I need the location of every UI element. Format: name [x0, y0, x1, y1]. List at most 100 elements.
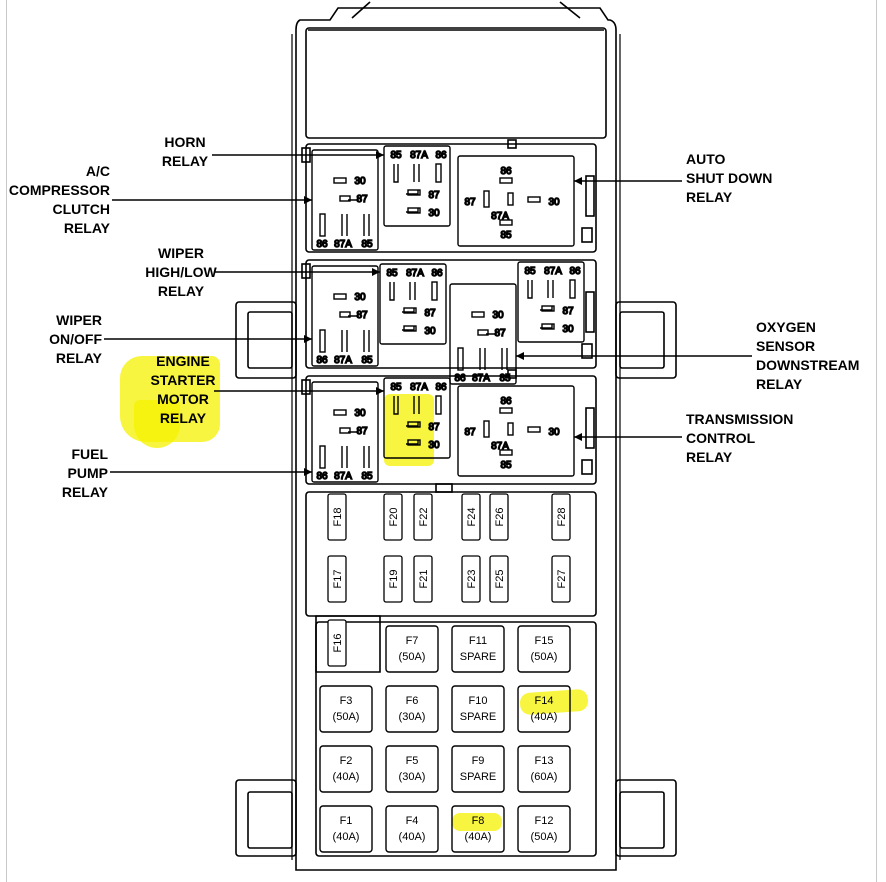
mini-fuse-f23: F23	[461, 555, 481, 603]
maxi-fuse-name: F2	[340, 755, 353, 767]
maxi-fuse-f13: F13(60A)	[517, 745, 571, 793]
maxi-fuse-name: F13	[535, 755, 554, 767]
pin-87-label: 87	[428, 422, 440, 433]
arrow-fuel-pump-relay	[110, 468, 312, 476]
mini-fuse-label: F19	[388, 570, 400, 589]
maxi-fuse-name: F14	[535, 695, 554, 707]
maxi-fuse-f2: F2(40A)	[319, 745, 373, 793]
pin-87a-label: 87A	[334, 355, 352, 366]
maxi-fuse-rating: (50A)	[399, 651, 426, 663]
maxi-fuse-rating: (40A)	[333, 831, 360, 843]
pin-86-label: 86	[316, 355, 328, 366]
arrow-wiper-high-low-relay	[214, 268, 380, 276]
maxi-fuse-rating: SPARE	[460, 651, 496, 663]
maxi-fuse-f3: F3(50A)	[319, 685, 373, 733]
arrow-transmission-control-relay	[574, 433, 682, 441]
arrow-engine-starter-motor-relay	[214, 387, 384, 395]
label-fuel-pump-relay: FUEL PUMP RELAY	[61, 446, 108, 500]
maxi-fuse-f1: F1(40A)	[319, 805, 373, 853]
pin-85-label: 85	[361, 239, 373, 250]
maxi-fuse-f4: F4(40A)	[385, 805, 439, 853]
pin-85-label: 85	[386, 268, 398, 279]
maxi-fuse-rating: SPARE	[460, 771, 496, 783]
maxi-fuse-rating: (40A)	[531, 711, 558, 723]
mini-fuse-f18: F18	[327, 493, 347, 541]
housing-outline	[295, 7, 617, 871]
pin-87-label: 87	[356, 426, 368, 437]
pin-87-label: 87	[356, 194, 368, 205]
pin-87-label: 87	[494, 328, 506, 339]
mini-fuse-f24: F24	[461, 493, 481, 541]
right-frame-line	[876, 0, 877, 882]
pin-86-label: 86	[431, 268, 443, 279]
mini-fuse-f21: F21	[413, 555, 433, 603]
pin-30-label: 30	[354, 408, 366, 419]
maxi-fuse-name: F8	[472, 815, 485, 827]
pin-86-label: 86	[500, 396, 512, 407]
maxi-fuse-name: F10	[469, 695, 488, 707]
mini-fuse-f17: F17	[327, 555, 347, 603]
pin-30-label: 30	[492, 310, 504, 321]
pin-30-label: 30	[354, 176, 366, 187]
maxi-fuse-f8: F8(40A)	[451, 805, 505, 853]
maxi-fuse-name: F9	[472, 755, 485, 767]
mini-fuse-f25: F25	[489, 555, 509, 603]
mini-fuse-f22: F22	[413, 493, 433, 541]
mini-fuse-label: F16	[332, 634, 344, 653]
pin-85-label: 85	[500, 230, 512, 241]
maxi-fuse-f7: F7 (50A)	[385, 625, 439, 673]
pin-30-label: 30	[428, 208, 440, 219]
mini-fuse-label: F28	[556, 508, 568, 527]
pin-30-label: 30	[562, 324, 574, 335]
mini-fuse-label: F26	[494, 508, 506, 527]
maxi-fuse-name: F3	[340, 695, 353, 707]
mini-fuse-label: F23	[466, 570, 478, 589]
pin-85-label: 85	[524, 266, 536, 277]
arrow-horn-relay	[212, 151, 384, 159]
pin-30-label: 30	[548, 427, 560, 438]
highlight-engine-starter-label-tail	[134, 400, 180, 448]
pin-30-label: 30	[428, 440, 440, 451]
pin-30-label: 30	[548, 197, 560, 208]
maxi-fuse-f6: F6 (30A)	[385, 685, 439, 733]
pin-87-label: 87	[464, 197, 476, 208]
maxi-fuse-rating: (30A)	[399, 711, 426, 723]
label-wiper-on-off-relay: WIPER ON/OFF RELAY	[49, 312, 102, 366]
highlight-engine-starter-relay	[384, 394, 434, 466]
pin-87-label: 87	[464, 427, 476, 438]
mini-fuse-f26: F26	[489, 493, 509, 541]
mini-fuse-label: F18	[332, 508, 344, 527]
label-auto-shut-down-relay: AUTO SHUT DOWN RELAY	[686, 151, 773, 205]
maxi-fuse-name: F7	[406, 635, 419, 647]
pin-85-label: 85	[499, 373, 511, 384]
maxi-fuse-rating: SPARE	[460, 711, 496, 723]
label-ac-compressor-clutch-relay: A/C COMPRESSOR CLUTCH RELAY	[8, 163, 110, 236]
relay-ac-compressor-clutch: 30 87 86 87A 85	[311, 149, 379, 251]
maxi-fuse-name: F15	[535, 635, 554, 647]
pin-87a-label: 87A	[406, 268, 424, 279]
mini-fuse-label: F24	[466, 508, 478, 527]
pin-87-label: 87	[424, 308, 436, 319]
pin-86-label: 86	[316, 239, 328, 250]
maxi-fuse-rating: (30A)	[399, 771, 426, 783]
maxi-fuse-name: F11	[469, 635, 487, 647]
mini-fuse-f27: F27	[551, 555, 571, 603]
mini-fuse-label: F17	[332, 570, 344, 589]
maxi-fuse-rating: (50A)	[531, 831, 558, 843]
maxi-fuse-name: F6	[406, 695, 419, 707]
arrow-wiper-on-off-relay	[104, 335, 312, 343]
pin-85-label: 85	[390, 382, 402, 393]
pin-87a-label: 87A	[334, 239, 352, 250]
pin-85-label: 85	[500, 460, 512, 471]
pin-86-label: 86	[569, 266, 581, 277]
maxi-fuse-name: F4	[406, 815, 419, 827]
label-oxygen-sensor-downstream-relay: OXYGEN SENSOR DOWNSTREAM RELAY	[756, 319, 860, 392]
highlight-f8-fuse	[452, 813, 502, 831]
mini-fuse-f28: F28	[551, 493, 571, 541]
